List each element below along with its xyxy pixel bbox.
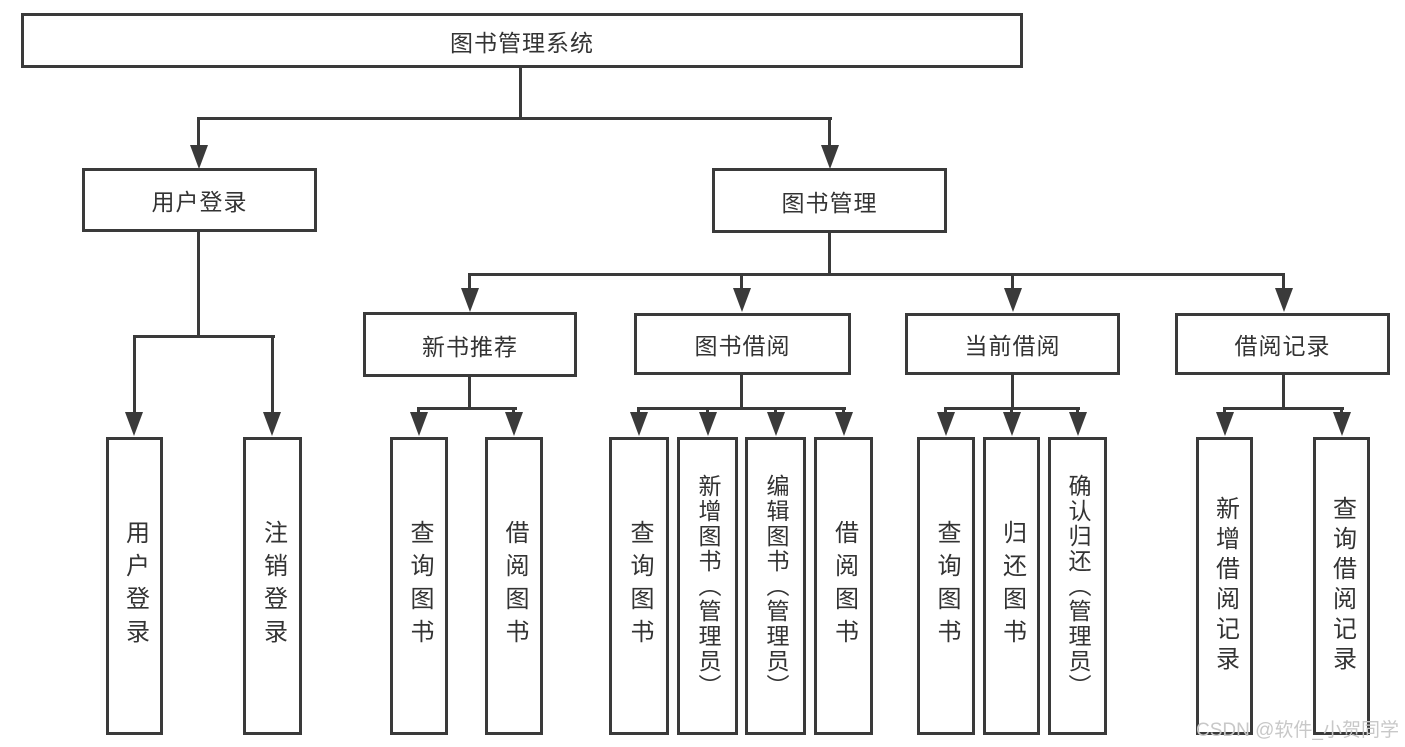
leaf-edit-book-admin: 编辑图书（管理员） (745, 437, 806, 735)
leaf-borrow-book: 借阅图书 (814, 437, 873, 735)
connector-drop-user-login (197, 117, 200, 147)
connector-drop-leaf (1340, 407, 1343, 416)
connector-drop-leaf (637, 407, 640, 416)
connector-drop-leaf (842, 407, 845, 416)
csdn-watermark: CSDN @软件_小贺同学 (1196, 720, 1399, 741)
connector-drop-module (468, 273, 471, 291)
leaf-label: 编辑图书（管理员） (763, 473, 789, 699)
arrow-down-icon (1003, 412, 1021, 436)
connector-new-rec-stem (468, 377, 471, 410)
connector-current-borrow-stem (1011, 375, 1014, 410)
leaf-confirm-return-admin: 确认归还（管理员） (1048, 437, 1107, 735)
leaf-label: 借阅图书 (501, 520, 528, 652)
arrow-down-icon (505, 412, 523, 436)
leaf-query-book-current: 查询图书 (917, 437, 975, 735)
connector-borrow-record-stem (1282, 375, 1285, 410)
arrow-down-icon (630, 412, 648, 436)
leaf-add-book-admin: 新增图书（管理员） (677, 437, 738, 735)
leaf-label: 查询图书 (933, 520, 960, 652)
connector-new-rec-split (417, 407, 517, 410)
node-borrowing-records: 借阅记录 (1175, 313, 1390, 375)
leaf-logout: 注销登录 (243, 437, 302, 735)
arrow-down-icon (1216, 412, 1234, 436)
connector-borrow-record-split (1223, 407, 1344, 410)
connector-book-borrow-stem (740, 375, 743, 410)
connector-book-borrow-split (637, 407, 846, 410)
arrow-down-icon (835, 412, 853, 436)
leaf-return-book: 归还图书 (983, 437, 1040, 735)
connector-user-login-split (133, 335, 275, 338)
connector-drop-module (1282, 273, 1285, 291)
leaf-label: 借阅图书 (830, 520, 858, 652)
arrow-down-icon (821, 145, 839, 169)
arrow-down-icon (699, 412, 717, 436)
connector-book-management-split (468, 273, 1285, 276)
leaf-query-book-recommend: 查询图书 (390, 437, 448, 735)
leaf-label: 用户登录 (121, 520, 149, 652)
node-user-login: 用户登录 (82, 168, 317, 232)
arrow-down-icon (1333, 412, 1351, 436)
connector-drop-leaf (706, 407, 709, 416)
leaf-label: 查询图书 (406, 520, 433, 652)
arrow-down-icon (263, 412, 281, 436)
connector-drop-module (740, 273, 743, 291)
leaf-label: 确认归还（管理员） (1065, 473, 1091, 699)
leaf-label: 查询图书 (626, 520, 653, 652)
connector-drop-leaf (512, 407, 515, 416)
leaf-borrow-book-recommend: 借阅图书 (485, 437, 543, 735)
arrow-down-icon (125, 412, 143, 436)
leaf-user-login: 用户登录 (106, 437, 163, 735)
leaf-label: 新增借阅记录 (1211, 496, 1239, 676)
arrow-down-icon (1069, 412, 1087, 436)
leaf-add-borrow-record: 新增借阅记录 (1196, 437, 1253, 735)
connector-drop-book-management (828, 117, 831, 147)
arrow-down-icon (767, 412, 785, 436)
arrow-down-icon (937, 412, 955, 436)
arrow-down-icon (733, 288, 751, 312)
arrow-down-icon (1004, 288, 1022, 312)
leaf-query-borrow-record: 查询借阅记录 (1313, 437, 1370, 735)
leaf-query-book-borrowing: 查询图书 (609, 437, 669, 735)
leaf-label: 查询借阅记录 (1328, 496, 1356, 676)
connector-root-stem (519, 68, 522, 120)
node-new-book-recommendation: 新书推荐 (363, 312, 577, 377)
node-book-borrowing: 图书借阅 (634, 313, 851, 375)
leaf-label: 注销登录 (259, 520, 287, 652)
connector-root-split (198, 117, 832, 120)
connector-drop-leaf (417, 407, 420, 416)
connector-drop-leaf (1010, 407, 1013, 416)
connector-drop-leaf (133, 335, 136, 414)
connector-drop-leaf (774, 407, 777, 416)
node-root: 图书管理系统 (21, 13, 1023, 68)
arrow-down-icon (461, 288, 479, 312)
connector-drop-module (1011, 273, 1014, 291)
leaf-label: 归还图书 (998, 520, 1026, 652)
connector-drop-leaf (944, 407, 947, 416)
leaf-label: 新增图书（管理员） (695, 473, 721, 699)
connector-book-management-stem (828, 233, 831, 276)
connector-drop-leaf (271, 335, 274, 414)
arrow-down-icon (410, 412, 428, 436)
arrow-down-icon (190, 145, 208, 169)
connector-drop-leaf (1223, 407, 1226, 416)
node-current-borrowing: 当前借阅 (905, 313, 1120, 375)
connector-drop-leaf (1076, 407, 1079, 416)
node-book-management: 图书管理 (712, 168, 947, 233)
connector-user-login-stem (197, 232, 200, 338)
arrow-down-icon (1275, 288, 1293, 312)
